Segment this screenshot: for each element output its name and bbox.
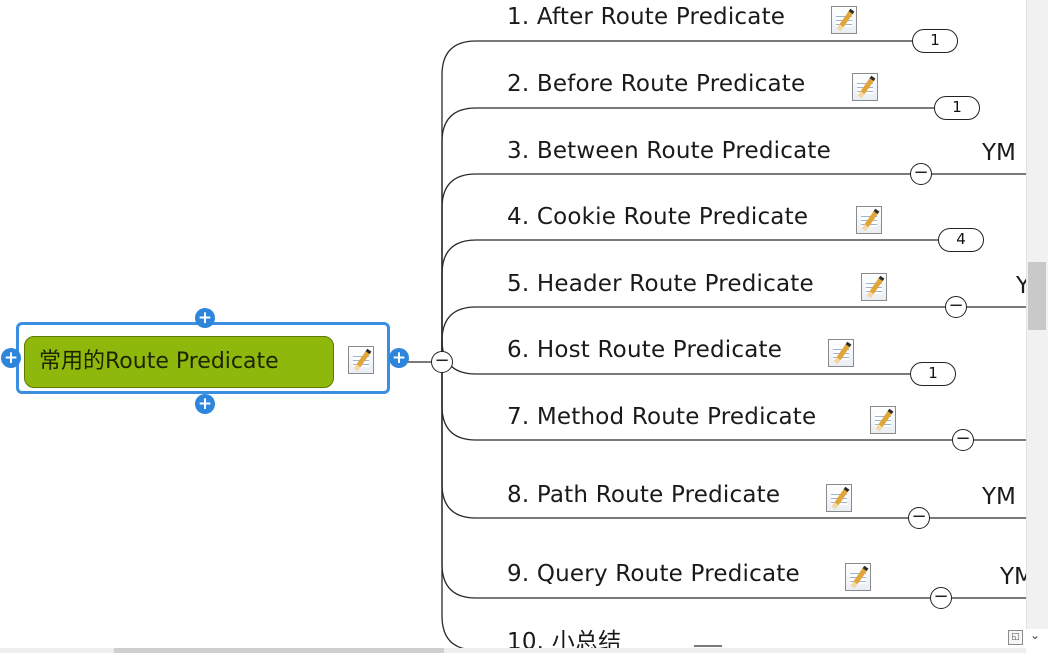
add-right-handle-icon[interactable]: + <box>389 348 409 368</box>
note-icon[interactable] <box>831 6 857 34</box>
add-top-handle-icon[interactable]: + <box>195 308 215 328</box>
central-topic[interactable]: 常用的Route Predicate <box>24 336 334 388</box>
vertical-scroll-thumb[interactable] <box>1028 262 1046 330</box>
note-icon[interactable] <box>852 73 878 101</box>
subtopic-label[interactable]: YM <box>982 484 1016 510</box>
topic-label[interactable]: 6. Host Route Predicate <box>507 337 783 363</box>
note-icon[interactable] <box>856 206 882 234</box>
chevron-down-icon[interactable]: ⌄ <box>1030 628 1041 642</box>
child-count-badge[interactable]: 1 <box>910 362 956 386</box>
add-bottom-handle-icon[interactable]: + <box>195 394 215 414</box>
add-left-handle-icon[interactable]: + <box>1 348 21 368</box>
central-collapse-icon[interactable]: − <box>431 351 453 373</box>
child-count-badge[interactable]: 1 <box>912 29 958 53</box>
collapse-icon[interactable]: − <box>952 429 974 451</box>
topic-label[interactable]: 1. After Route Predicate <box>507 4 786 30</box>
horizontal-scroll-thumb[interactable] <box>114 648 444 653</box>
topic-label[interactable]: 8. Path Route Predicate <box>507 482 781 508</box>
branch-line <box>441 173 1026 362</box>
collapse-icon[interactable]: − <box>910 163 932 185</box>
child-count-badge[interactable]: 4 <box>938 228 984 252</box>
topic-label[interactable]: 3. Between Route Predicate <box>507 138 831 164</box>
collapse-icon[interactable]: − <box>908 507 930 529</box>
branch-line <box>441 107 938 362</box>
topic-label[interactable]: 9. Query Route Predicate <box>507 561 800 587</box>
note-icon[interactable] <box>870 406 896 434</box>
note-icon[interactable] <box>826 484 852 512</box>
note-icon[interactable] <box>845 563 871 591</box>
branch-line <box>441 239 942 362</box>
child-count-badge[interactable]: 1 <box>934 96 980 120</box>
note-icon[interactable] <box>828 339 854 367</box>
collapse-icon[interactable]: − <box>945 296 967 318</box>
note-icon[interactable] <box>861 273 887 301</box>
topic-label[interactable]: 5. Header Route Predicate <box>507 271 814 297</box>
subtopic-label[interactable]: YM <box>982 140 1016 166</box>
collapse-icon[interactable]: − <box>930 587 952 609</box>
central-note-icon[interactable] <box>348 346 374 374</box>
topic-label[interactable]: 4. Cookie Route Predicate <box>507 204 809 230</box>
topic-label[interactable]: 7. Method Route Predicate <box>507 404 817 430</box>
fit-view-icon[interactable]: ◱ <box>1008 630 1023 645</box>
topic-label[interactable]: 2. Before Route Predicate <box>507 71 806 97</box>
horizontal-scrollbar[interactable] <box>0 648 1026 653</box>
branch-line <box>441 40 916 362</box>
